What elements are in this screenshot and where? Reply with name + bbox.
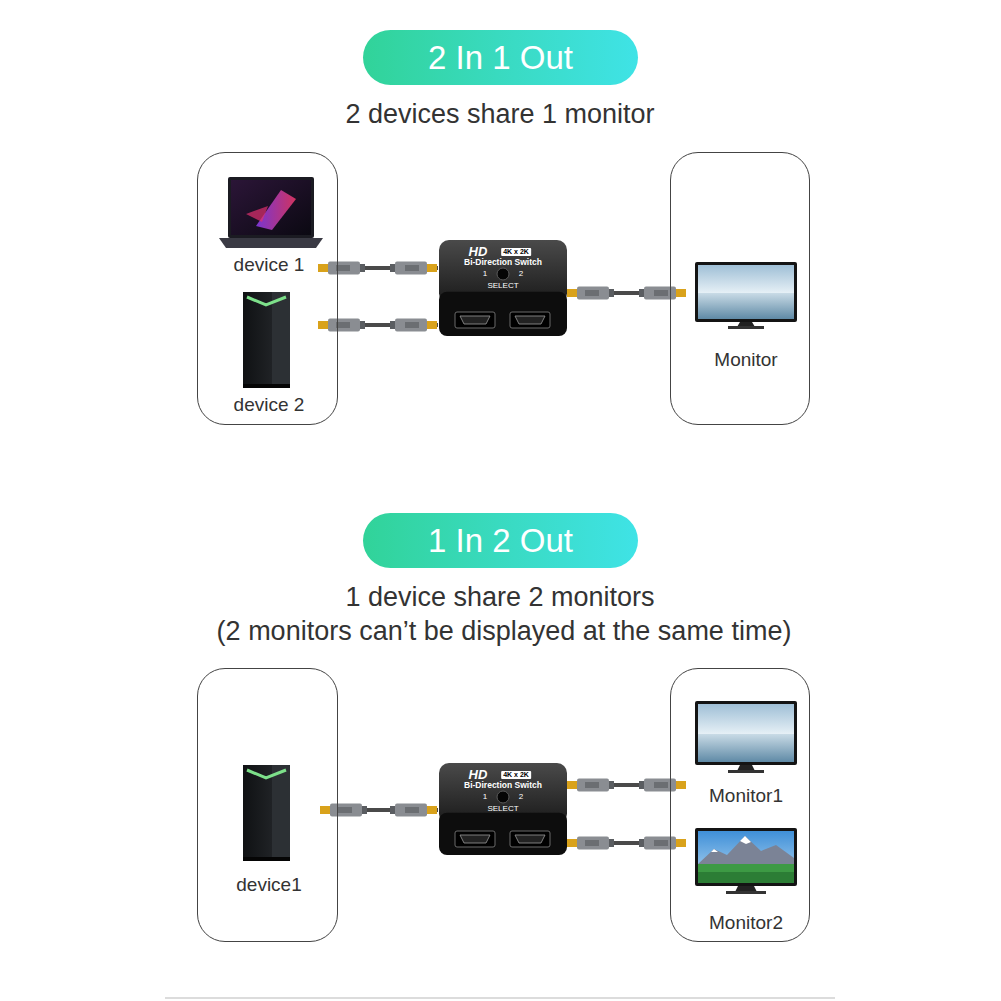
monitor-screen — [698, 265, 794, 293]
laptop-illustration — [219, 177, 323, 248]
tower-pc-illustration — [243, 765, 290, 861]
tower-light — [247, 297, 286, 305]
switch-name: Bi-Direction Switch — [464, 258, 542, 268]
hdmi-plug — [318, 319, 365, 332]
laptop-base — [219, 238, 323, 248]
port-number: 2 — [519, 792, 523, 801]
monitor-label: Monitor2 — [709, 912, 783, 934]
subtitle: 1 device share 2 monitors — [345, 582, 654, 613]
subtitle: 2 devices share 1 monitor — [345, 99, 654, 130]
tower-side — [272, 765, 290, 861]
resolution-badge: 4K x 2K — [501, 248, 531, 256]
device-label: device1 — [236, 874, 302, 896]
switch-front — [439, 813, 567, 855]
monitor-panel: Monitor — [670, 152, 810, 425]
tv-stand — [726, 891, 766, 894]
button-label: SELECT — [487, 281, 518, 290]
monitor-illustration — [695, 701, 797, 773]
device-panel: device 1 device 2 — [197, 152, 338, 425]
note: (2 monitors can’t be displayed at the sa… — [217, 616, 792, 647]
monitor-frame — [695, 701, 797, 765]
device-panel: device1 — [197, 668, 338, 942]
port-number: 1 — [483, 792, 487, 801]
hdmi-plug — [567, 837, 614, 850]
switch-name: Bi-Direction Switch — [464, 781, 542, 791]
hdmi-plug — [390, 319, 437, 332]
hdmi-port — [460, 316, 490, 324]
tower-pc-illustration — [243, 292, 290, 388]
tv-illustration — [695, 828, 797, 894]
banner-text: 2 In 1 Out — [428, 39, 573, 77]
device-label: device 1 — [234, 254, 305, 276]
hdmi-port — [455, 831, 495, 847]
monitor-screen — [698, 734, 794, 762]
device-label: device 2 — [234, 394, 305, 416]
monitor-screen — [698, 293, 794, 319]
laptop-lid — [228, 177, 314, 238]
switch-front — [439, 292, 567, 336]
hdmi-plug — [318, 262, 365, 275]
switch-box: HD4K x 2KBi-Direction Switch12SELECT — [438, 763, 568, 855]
tv-frame — [695, 828, 797, 886]
hdmi-plug — [567, 779, 614, 792]
monitor-frame — [695, 262, 797, 322]
tower-foot — [243, 384, 290, 388]
tower-side — [272, 292, 290, 388]
hdmi-plug — [390, 804, 437, 817]
tv-field — [698, 872, 794, 883]
monitor-label: Monitor — [714, 349, 777, 371]
resolution-badge: 4K x 2K — [501, 771, 531, 779]
hdmi-port — [455, 312, 495, 328]
tv-screen — [698, 831, 794, 883]
monitor-label: Monitor1 — [709, 785, 783, 807]
footer-rule — [165, 997, 835, 999]
hdmi-plug — [567, 287, 614, 300]
hdmi-port — [460, 835, 490, 843]
hdmi-plug — [320, 804, 367, 817]
port-number: 1 — [483, 269, 487, 278]
tower-case — [243, 292, 290, 388]
switch-box: HD4K x 2KBi-Direction Switch12SELECT — [438, 240, 568, 336]
port-number: 2 — [519, 269, 523, 278]
hdmi-plug — [639, 779, 686, 792]
monitor-screen — [698, 704, 794, 734]
tower-case — [243, 765, 290, 861]
tower-foot — [243, 857, 290, 861]
banner-text: 1 In 2 Out — [428, 522, 573, 560]
monitor-stand — [728, 326, 764, 329]
select-button — [497, 268, 509, 280]
banner-pill: 2 In 1 Out — [363, 30, 638, 85]
laptop-logo — [246, 206, 268, 222]
laptop-screen — [231, 180, 311, 235]
hdmi-plug — [639, 287, 686, 300]
hdmi-plug — [639, 837, 686, 850]
banner-pill: 1 In 2 Out — [363, 513, 638, 568]
button-label: SELECT — [487, 804, 518, 813]
hdmi-port — [510, 831, 550, 847]
hdmi-port — [515, 835, 545, 843]
hdmi-port — [515, 316, 545, 324]
tv-mountains — [698, 836, 794, 868]
tower-light — [247, 770, 286, 778]
monitor-panel: Monitor1Monitor2 — [670, 668, 810, 942]
monitor-stand — [728, 770, 764, 773]
select-button — [497, 791, 509, 803]
tv-snow — [711, 836, 751, 852]
hdmi-plug — [390, 262, 437, 275]
monitor-illustration — [695, 262, 797, 329]
tv-field — [698, 864, 794, 883]
hdmi-port — [510, 312, 550, 328]
